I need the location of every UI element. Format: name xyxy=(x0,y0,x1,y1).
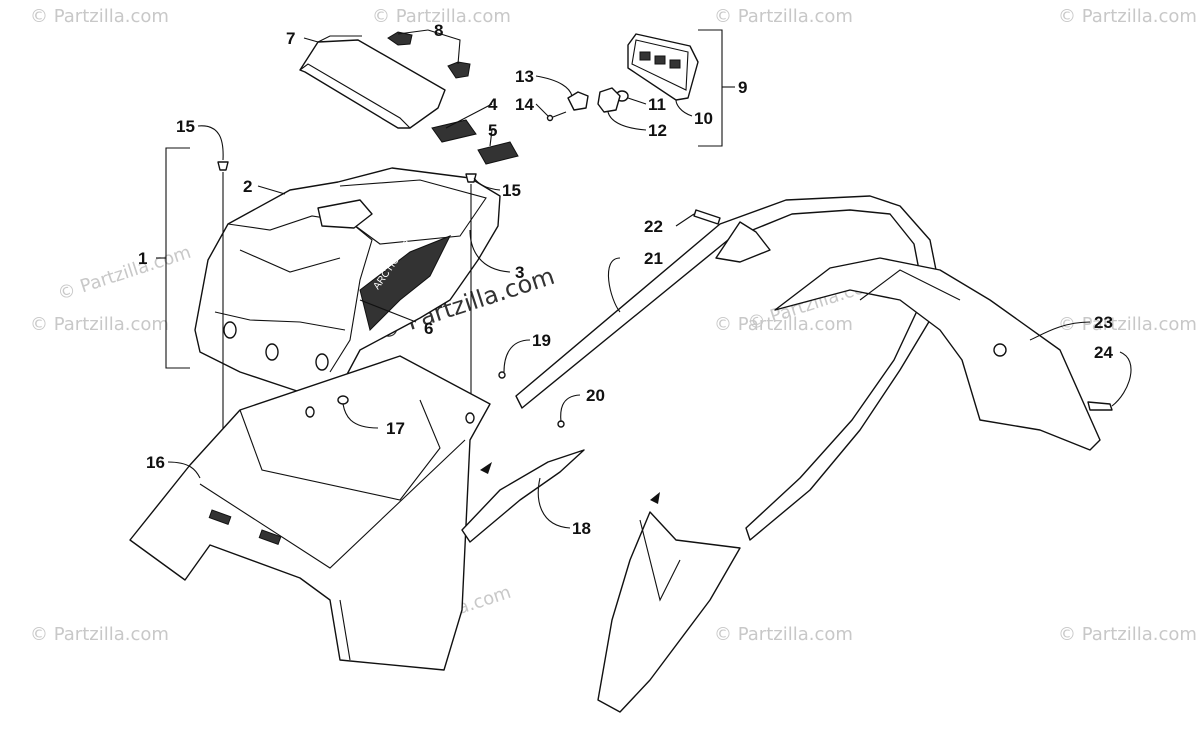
callout-3: 3 xyxy=(515,263,524,282)
part-bolt xyxy=(693,209,721,225)
part-bracket-screw xyxy=(546,91,589,122)
callout-23: 23 xyxy=(1094,313,1113,332)
watermark: © Partzilla.com xyxy=(714,6,853,27)
part-rear-cover: ARCTIC CAT xyxy=(194,167,501,393)
callouts: 1 2 3 4 5 6 7 8 9 10 11 12 13 14 15 15 1… xyxy=(138,21,1113,538)
callout-15: 15 xyxy=(176,117,195,136)
callout-15: 15 xyxy=(502,181,521,200)
part-snowflap xyxy=(774,257,1113,451)
callout-10: 10 xyxy=(694,109,713,128)
callout-13: 13 xyxy=(515,67,534,86)
part-bulb-socket xyxy=(597,87,629,113)
watermark: © Partzilla.com xyxy=(714,624,853,645)
watermark: © Partzilla.com xyxy=(372,6,511,27)
callout-4: 4 xyxy=(488,95,498,114)
watermark: © Partzilla.com xyxy=(30,6,169,27)
part-clips xyxy=(387,31,471,79)
callout-18: 18 xyxy=(572,519,591,538)
part-bumper xyxy=(498,195,943,541)
callout-6: 6 xyxy=(424,319,433,338)
callout-21: 21 xyxy=(644,249,663,268)
callout-17: 17 xyxy=(386,419,405,438)
callout-20: 20 xyxy=(586,386,605,405)
arrow-marker xyxy=(480,462,492,474)
callout-19: 19 xyxy=(532,331,551,350)
watermark: © Partzilla.com xyxy=(30,624,169,645)
callout-24: 24 xyxy=(1094,343,1113,362)
callout-11: 11 xyxy=(648,95,666,114)
callout-8: 8 xyxy=(434,21,443,40)
callout-2: 2 xyxy=(243,177,252,196)
callout-12: 12 xyxy=(648,121,667,140)
watermark: © Partzilla.com xyxy=(1058,314,1197,335)
callout-1: 1 xyxy=(138,249,147,268)
watermark: © Partzilla.com xyxy=(30,314,169,335)
watermark: © Partzilla.com xyxy=(1058,624,1197,645)
part-tray-cover xyxy=(299,35,446,129)
callout-7: 7 xyxy=(286,29,295,48)
part-screws xyxy=(217,161,477,183)
callout-5: 5 xyxy=(488,121,497,140)
part-storage-base xyxy=(129,355,491,671)
callout-14: 14 xyxy=(515,95,534,114)
watermark: © Partzilla.com xyxy=(1058,6,1197,27)
callout-16: 16 xyxy=(146,453,165,472)
watermark: © Partzilla.com xyxy=(714,314,853,335)
part-side-rails xyxy=(461,449,741,713)
callout-22: 22 xyxy=(644,217,663,236)
watermark: © Partzilla.com xyxy=(55,242,194,305)
callout-9: 9 xyxy=(738,78,747,97)
part-decals xyxy=(431,119,519,165)
part-taillight xyxy=(627,33,699,101)
arrow-marker xyxy=(650,492,660,504)
leader-lines xyxy=(156,29,1132,529)
